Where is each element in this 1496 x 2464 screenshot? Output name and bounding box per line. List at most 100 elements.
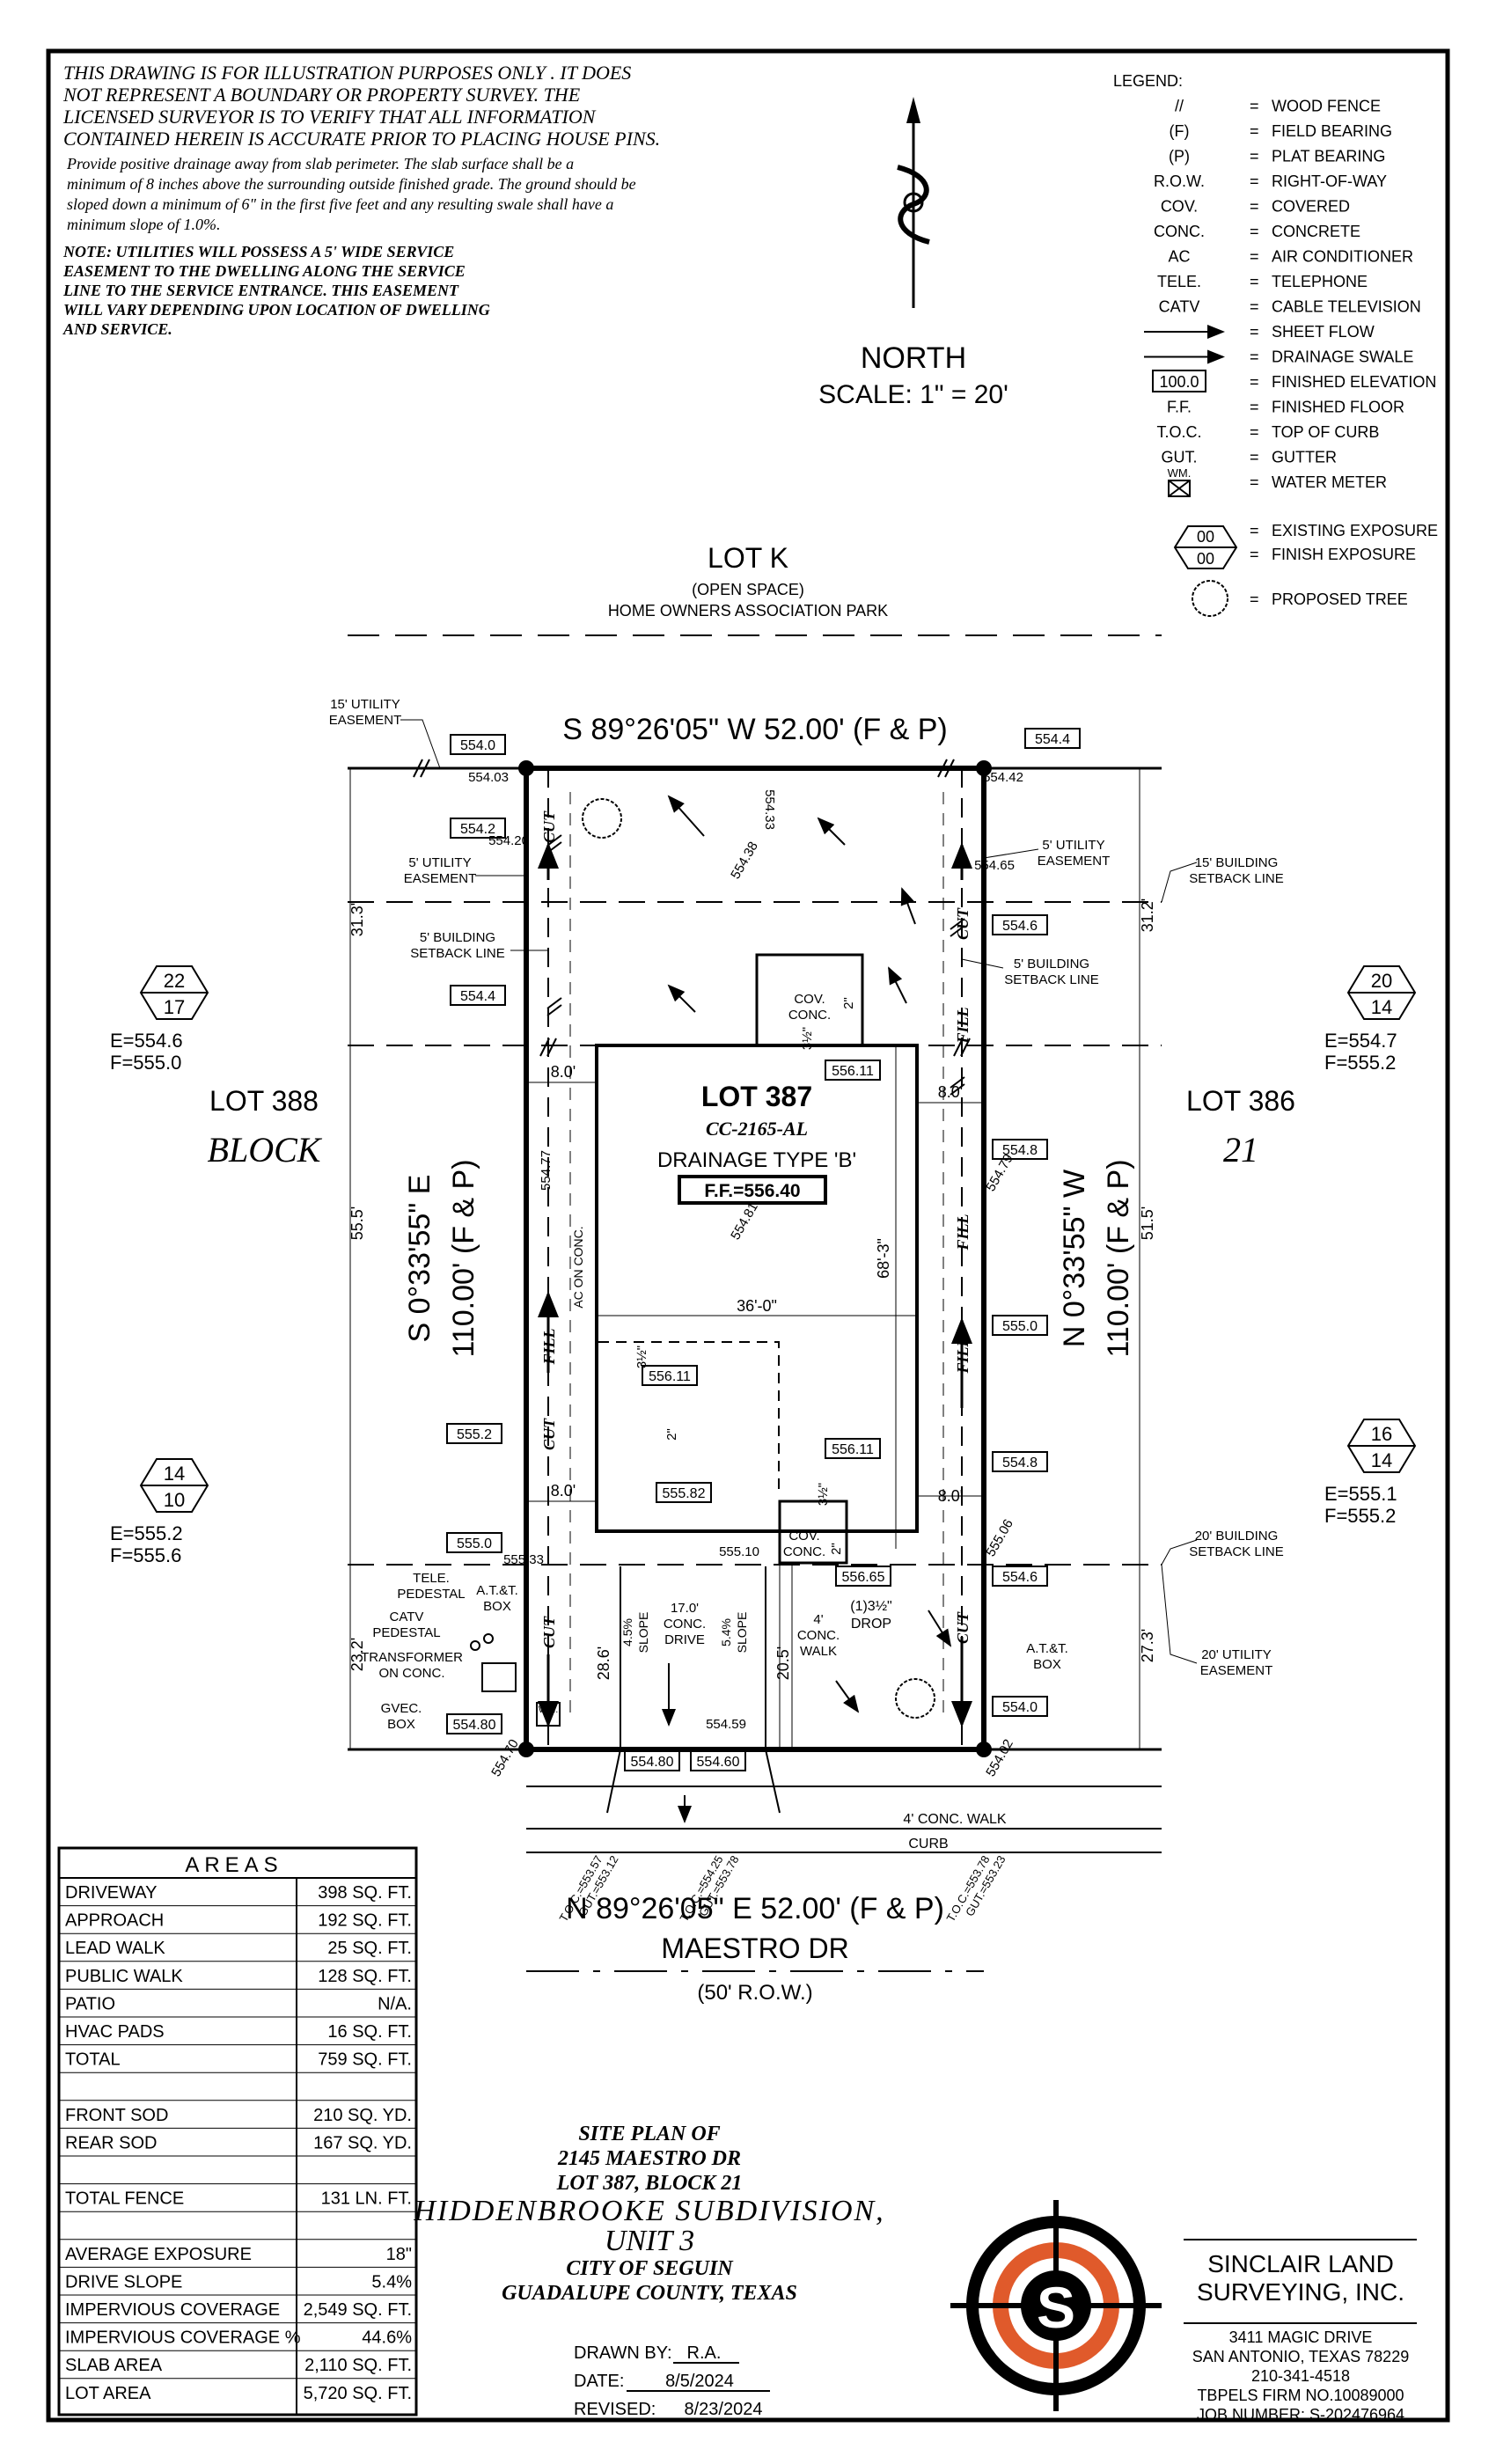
dim-drop: 3½" — [634, 1346, 649, 1368]
elevation-value: 554.80 — [631, 1755, 674, 1770]
svg-text:=: = — [1250, 399, 1259, 416]
elevation-value: 554.4 — [1035, 732, 1070, 747]
svg-text:=: = — [1250, 172, 1259, 190]
callout-label: 5' UTILITY — [408, 855, 471, 870]
drive-width: 17.0' — [671, 1601, 699, 1616]
exposure-finish: 17 — [164, 996, 185, 1018]
street-name: MAESTRO DR — [661, 1932, 848, 1964]
date-label: DATE: — [574, 2372, 624, 2391]
elevation-label: 554.70 — [488, 1737, 522, 1779]
sheet-border — [46, 48, 1450, 2423]
svg-text:=: = — [1250, 223, 1259, 240]
on-conc-label: ON CONC. — [379, 1666, 445, 1681]
elevation-box: 555.82 — [656, 1482, 712, 1503]
elevation-value: 555.0 — [457, 1536, 492, 1551]
pedestal-icon — [470, 1640, 480, 1651]
unit-name: UNIT 3 — [605, 2225, 694, 2257]
drive-slope: 4.5% — [620, 1618, 634, 1646]
elevation-box: 554.8 — [992, 1139, 1048, 1160]
elevation-box: 554.0 — [450, 734, 506, 755]
elevation-box: 554.8 — [992, 1451, 1048, 1472]
elevation-value: 554.0 — [460, 738, 495, 753]
svg-text:=: = — [1250, 473, 1259, 491]
walk-conc: CONC. — [797, 1628, 840, 1643]
tree-icon — [1192, 580, 1228, 617]
legend-symbol: R.O.W. — [1154, 172, 1205, 190]
company-firm: TBPELS FIRM NO.10089000 — [1197, 2387, 1404, 2404]
elevation-value: 554.8 — [1002, 1456, 1038, 1470]
elevation-label: 554.42 — [983, 770, 1023, 785]
att-label: A.T.&T. — [1026, 1641, 1068, 1656]
elevation-value: 556.65 — [842, 1570, 885, 1585]
north-arrow-icon — [897, 97, 930, 308]
dim-drop: 2" — [664, 1428, 679, 1441]
elevation-label: 555.06 — [983, 1517, 1016, 1559]
callout-label: 5' UTILITY — [1042, 838, 1104, 853]
catv-label: CATV — [390, 1610, 424, 1624]
callout-label: EASEMENT — [404, 871, 477, 886]
ac-label: AC ON CONC. — [571, 1226, 585, 1308]
fill-label: FILL — [954, 1337, 972, 1374]
elevation-box: 554.60 — [690, 1750, 746, 1771]
plan-code: CC-2165-AL — [706, 1118, 808, 1140]
areas-label: APPROACH — [65, 1911, 164, 1931]
areas-value: N/A. — [378, 1994, 412, 2013]
dim-side: 8.0' — [551, 1063, 576, 1081]
fill-label: FILL — [954, 1007, 972, 1044]
drawn-by-value: R.A. — [687, 2343, 722, 2363]
sheet-flow-arrows — [667, 795, 952, 1713]
exposure-symbol: 00 — [1197, 550, 1214, 568]
drainage-note: minimum of 8 inches above the surroundin… — [67, 175, 636, 193]
svg-text:=: = — [1250, 298, 1259, 316]
public-sidewalk — [526, 1786, 1162, 1853]
svg-text:=: = — [1250, 348, 1259, 366]
svg-text:=: = — [1250, 273, 1259, 290]
areas-label: LOT AREA — [65, 2384, 151, 2403]
legend-symbol: (P) — [1169, 148, 1190, 165]
box-label: BOX — [387, 1717, 415, 1732]
lot-boundary — [348, 760, 1162, 1757]
callout-label: EASEMENT — [1200, 1663, 1273, 1678]
svg-text:=: = — [1250, 122, 1259, 140]
exposure-f: F=555.0 — [110, 1052, 181, 1074]
legend-description: PLAT BEARING — [1272, 148, 1385, 165]
areas-label: IMPERVIOUS COVERAGE — [65, 2300, 280, 2320]
disclaimer-line: LICENSED SURVEYOR IS TO VERIFY THAT ALL … — [62, 106, 597, 128]
walk-width: 4' — [813, 1612, 823, 1627]
elevation-value: 554.6 — [1002, 1570, 1038, 1585]
legend-row: F.F.=FINISHED FLOOR — [1167, 399, 1404, 416]
areas-value: 44.6% — [362, 2328, 412, 2348]
east-boundary-distance: 110.00' (F & P) — [1102, 1159, 1135, 1357]
callout-label: EASEMENT — [329, 713, 402, 728]
legend-symbol: // — [1175, 98, 1184, 115]
dim-side-depth: 55.5' — [348, 1206, 366, 1240]
east-boundary-bearing: N 0°33'55" W — [1058, 1170, 1091, 1347]
legend-row: CATV=CABLE TELEVISION — [1159, 298, 1421, 316]
dim-side: 8.0' — [938, 1487, 963, 1505]
legend-description: CABLE TELEVISION — [1272, 298, 1421, 316]
lot-number: LOT 387 — [701, 1081, 812, 1112]
drop-label: DROP — [851, 1617, 891, 1632]
areas-value: 16 SQ. FT. — [327, 2022, 412, 2042]
areas-label: IMPERVIOUS COVERAGE % — [65, 2328, 301, 2348]
tele-label: TELE. — [413, 1571, 450, 1586]
cut-label: CUT — [540, 810, 558, 843]
finished-floor: F.F.=556.40 — [704, 1181, 800, 1201]
att-label: A.T.&T. — [476, 1583, 518, 1598]
svg-text:=: = — [1250, 546, 1259, 563]
cut-label: CUT — [540, 1418, 558, 1450]
exposure-existing: 22 — [164, 970, 185, 992]
curb-label: CURB — [908, 1837, 948, 1852]
pedestal-icon — [483, 1633, 494, 1644]
company-phone: 210-341-4518 — [1251, 2367, 1350, 2385]
company-logo: S — [950, 2200, 1162, 2411]
utility-note: NOTE: UTILITIES WILL POSSESS A 5' WIDE S… — [62, 243, 454, 260]
utility-note: WILL VARY DEPENDING UPON LOCATION OF DWE… — [63, 301, 490, 319]
dim-drop: 3½" — [816, 1483, 831, 1506]
legend-symbol: 100.0 — [1159, 373, 1199, 391]
exposure-f: F=555.2 — [1324, 1505, 1396, 1527]
walk-label: WALK — [800, 1644, 837, 1659]
